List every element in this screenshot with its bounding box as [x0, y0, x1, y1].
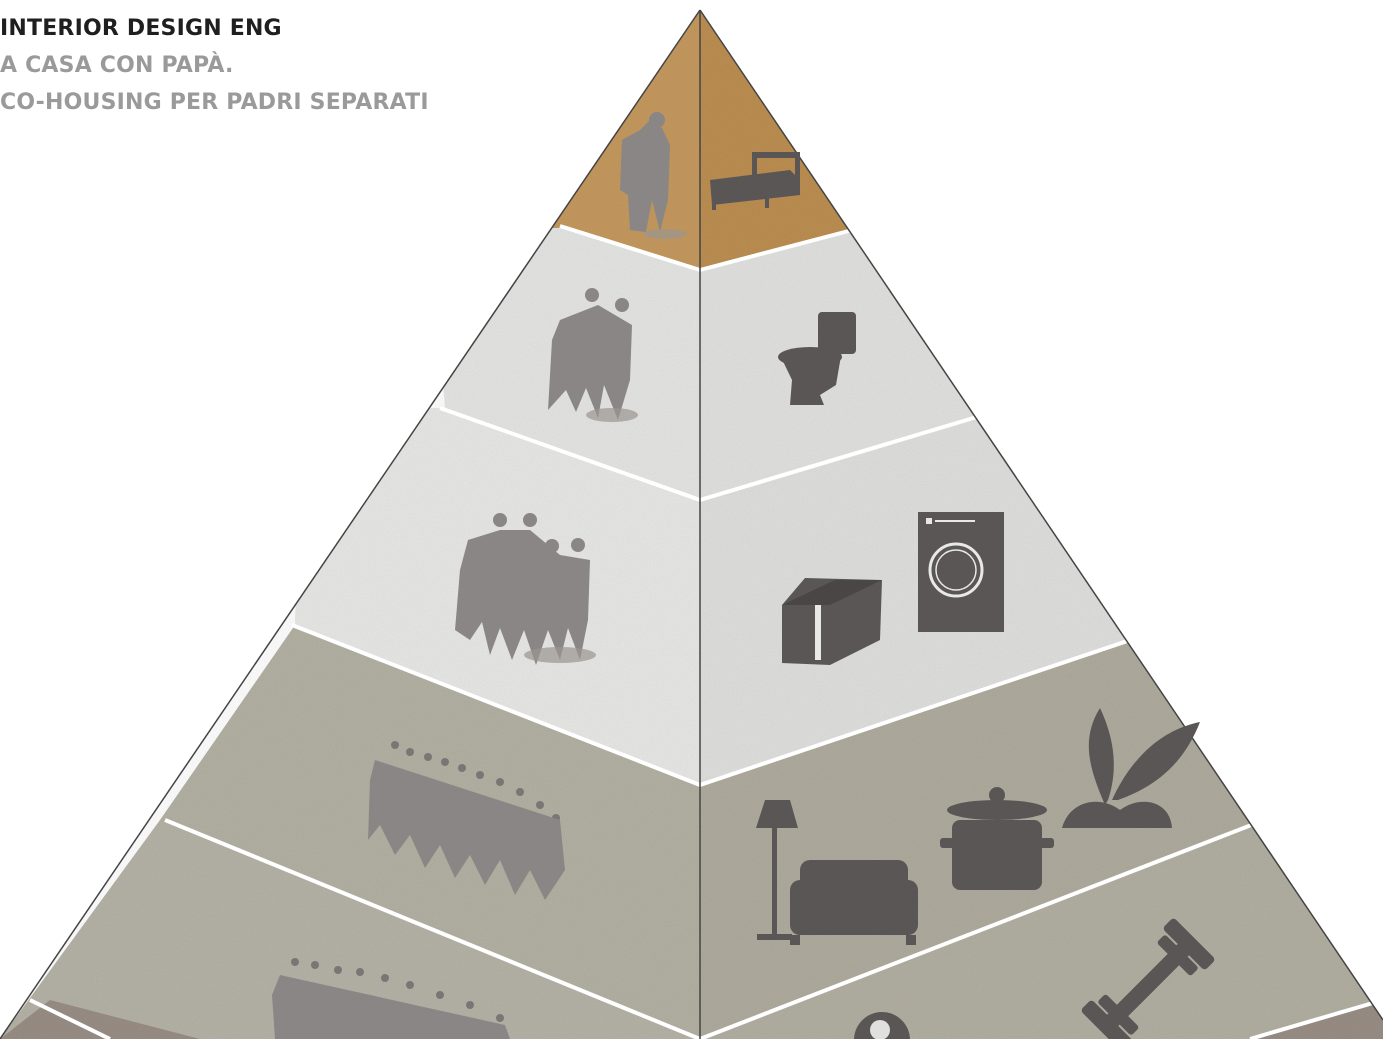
washing-machine-icon — [918, 512, 1004, 632]
header: INTERIOR DESIGN ENG A CASA CON PAPÀ. CO-… — [0, 10, 429, 121]
page-subtitle-2: CO-HOUSING PER PADRI SEPARATI — [0, 84, 429, 121]
page-subtitle-1: A CASA CON PAPÀ. — [0, 47, 429, 84]
sofa-icon — [790, 860, 918, 945]
page-title: INTERIOR DESIGN ENG — [0, 10, 429, 47]
